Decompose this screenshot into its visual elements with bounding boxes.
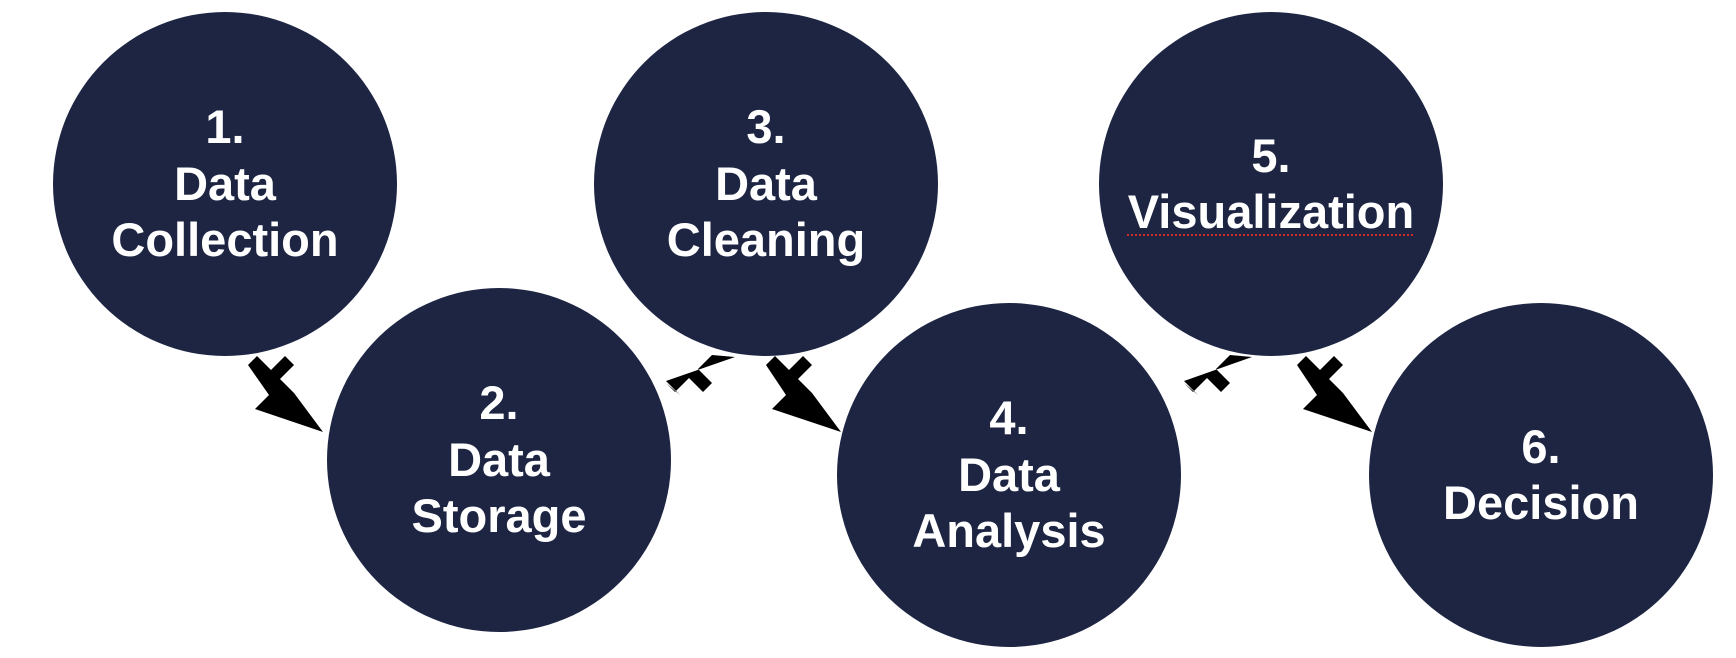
step-2-line2: Storage — [411, 489, 587, 543]
step-6-number: 6. — [1521, 419, 1561, 473]
step-6-circle: 6. Decision — [1369, 303, 1713, 647]
step-1-line2: Collection — [111, 213, 339, 267]
step-2-line1: Data — [448, 432, 550, 486]
step-4-number: 4. — [989, 391, 1029, 445]
step-2-number: 2. — [479, 376, 519, 430]
step-3-circle: 3. Data Cleaning — [594, 12, 938, 356]
step-1-line1: Data — [174, 156, 276, 210]
step-3-line1: Data — [715, 156, 817, 210]
step-6-line1: Decision — [1443, 476, 1639, 529]
step-5-line1: Visualization — [1127, 185, 1415, 238]
step-3-number: 3. — [746, 100, 786, 154]
arrow-up-right-icon — [1184, 355, 1252, 395]
arrow-down-right-icon — [766, 356, 841, 432]
step-4-line1: Data — [958, 447, 1060, 501]
step-5-number: 5. — [1251, 128, 1291, 182]
arrow-down-right-icon — [1297, 356, 1372, 432]
step-2-circle: 2. Data Storage — [327, 288, 671, 632]
step-1-number: 1. — [205, 100, 245, 154]
step-5-circle: 5. Visualization — [1099, 12, 1443, 356]
arrow-down-right-icon — [248, 356, 323, 432]
step-1-circle: 1. Data Collection — [53, 12, 397, 356]
step-4-circle: 4. Data Analysis — [837, 303, 1181, 647]
step-3-line2: Cleaning — [666, 213, 866, 267]
arrow-up-right-icon — [666, 355, 735, 395]
step-4-line2: Analysis — [912, 504, 1106, 558]
